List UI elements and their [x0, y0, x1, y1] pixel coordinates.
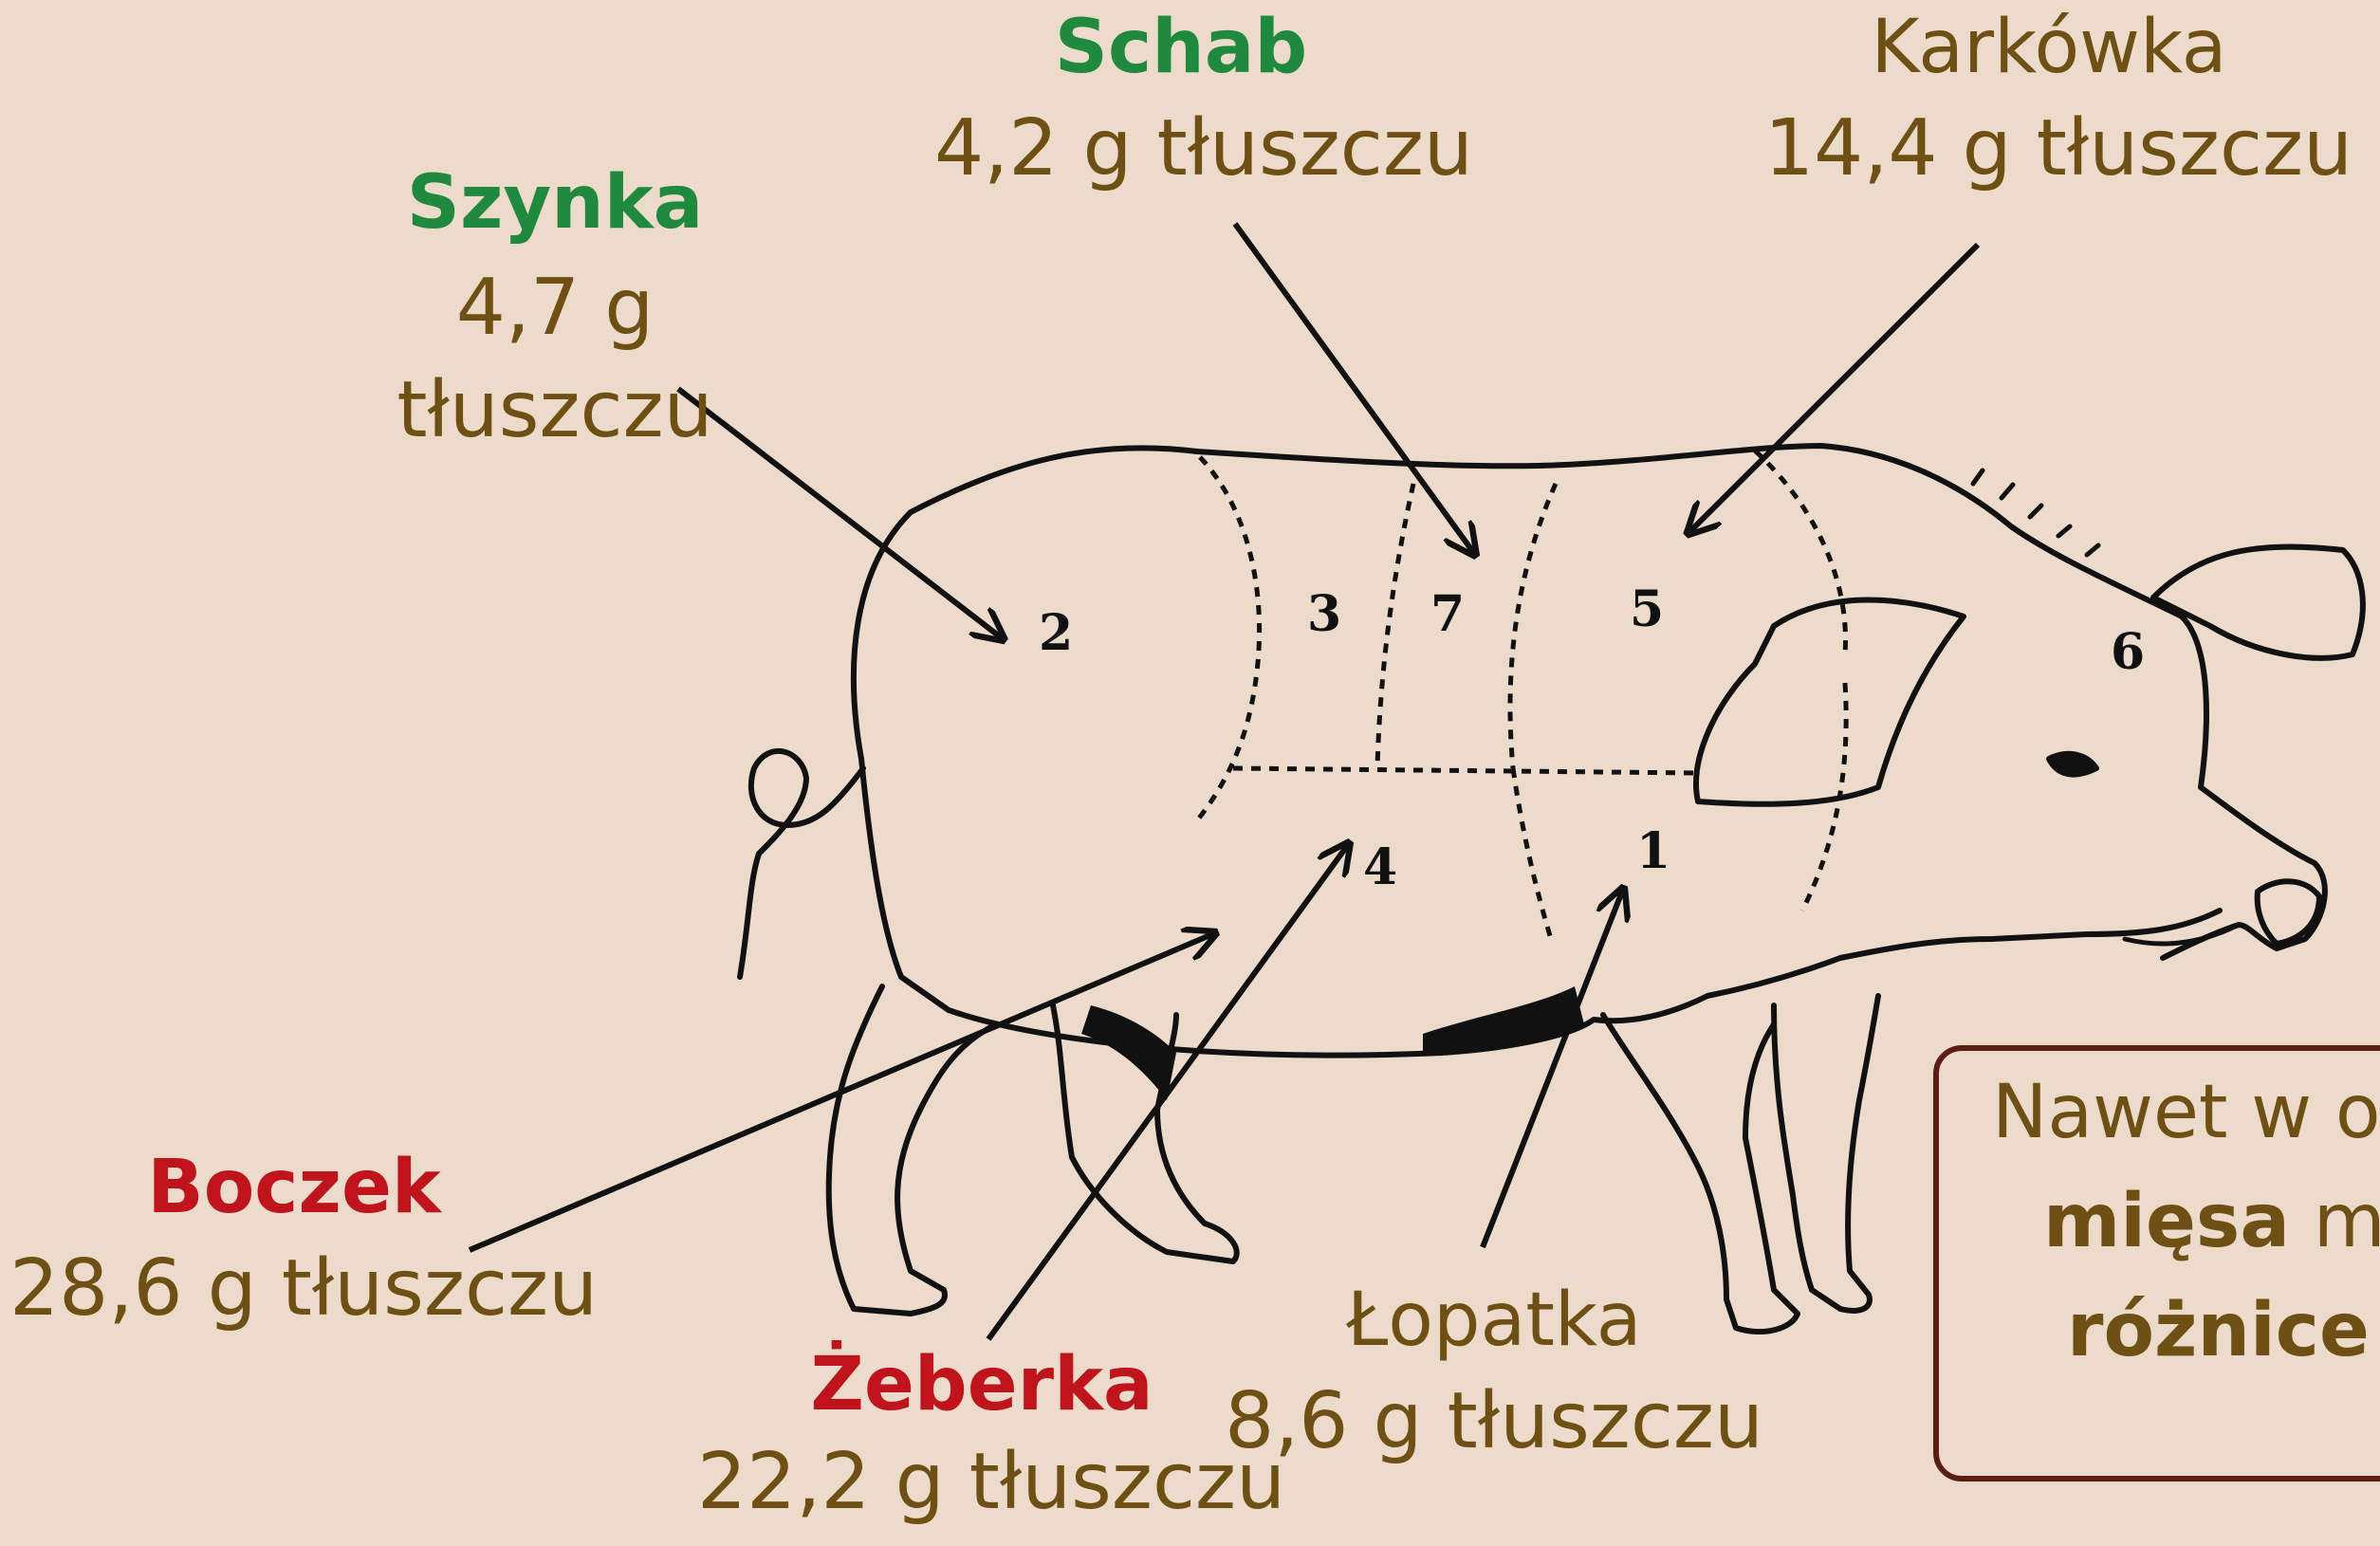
- label-zeberka: Żeberka 22,2 g tłuszczu: [697, 1345, 1266, 1525]
- arrow-szynka: [678, 389, 1001, 637]
- pig-leg-front-right: [1774, 996, 1878, 1311]
- cut-line-belly: [1233, 768, 1698, 773]
- cut-line-loin-left: [1377, 484, 1413, 768]
- info-box-line2-bold: mięsa: [2043, 1179, 2290, 1264]
- label-szynka-fat-line2: tłuszczu: [384, 368, 726, 453]
- pig-head: [2163, 617, 2325, 958]
- pig-tail: [740, 751, 863, 977]
- cut-numbers: 2 3 7 5 6 4 1: [1039, 580, 2145, 896]
- cut-number-3: 3: [1307, 585, 1341, 643]
- label-zeberka-name: Żeberka: [697, 1345, 1266, 1426]
- label-boczek-name: Boczek: [9, 1148, 579, 1229]
- label-karkowka-fat: 14,4 g tłuszczu: [1764, 106, 2334, 192]
- label-schab: Schab 4,2 g tłuszczu: [934, 8, 1428, 192]
- pig-ear-left: [1696, 600, 1964, 804]
- info-box: Nawet w ol mięsa mo różnice w: [1933, 1045, 2380, 1482]
- info-box-line1: Nawet w ol: [1992, 1070, 2380, 1155]
- pig-leg-shade: [1081, 1005, 1176, 1100]
- cut-lines: [1197, 451, 1846, 939]
- info-box-line2: mięsa mo: [2043, 1179, 2380, 1264]
- label-schab-name: Schab: [934, 8, 1428, 89]
- cut-line-loin-right: [1510, 484, 1556, 768]
- label-lopatka: Łopatka 8,6 g tłuszczu: [1224, 1280, 1764, 1464]
- label-karkowka: Karkówka 14,4 g tłuszczu: [1764, 8, 2334, 192]
- cut-number-7: 7: [1430, 585, 1465, 643]
- cut-number-2: 2: [1039, 604, 1073, 662]
- label-karkowka-name: Karkówka: [1764, 8, 2334, 89]
- info-box-line2-rest: mo: [2290, 1179, 2380, 1264]
- cut-line-head: [1802, 683, 1846, 911]
- cut-number-1: 1: [1636, 822, 1670, 880]
- cut-number-6: 6: [2111, 623, 2145, 681]
- label-szynka: Szynka 4,7 g tłuszczu: [384, 163, 726, 453]
- cut-line-shoulder: [1513, 768, 1551, 939]
- arrow-zeberka: [988, 846, 1347, 1339]
- label-zeberka-fat: 22,2 g tłuszczu: [697, 1440, 1266, 1525]
- info-box-line3: różnice w: [2067, 1288, 2380, 1373]
- info-box-line3-bold: różnice w: [2067, 1288, 2380, 1373]
- label-szynka-fat-line1: 4,7 g: [384, 266, 726, 351]
- pig-ear-right: [2153, 547, 2363, 658]
- label-schab-fat: 4,2 g tłuszczu: [934, 106, 1428, 192]
- label-lopatka-fat: 8,6 g tłuszczu: [1224, 1379, 1764, 1464]
- label-boczek-fat: 28,6 g tłuszczu: [9, 1246, 579, 1332]
- cut-line-ham: [1197, 457, 1260, 820]
- pig-back: [1197, 446, 2182, 617]
- cut-line-neck: [1755, 451, 1846, 654]
- label-szynka-name: Szynka: [384, 163, 726, 245]
- pig-eye: [2049, 754, 2096, 775]
- label-boczek: Boczek 28,6 g tłuszczu: [9, 1148, 579, 1332]
- arrow-karkowka: [1690, 245, 1978, 531]
- label-lopatka-name: Łopatka: [1224, 1280, 1764, 1362]
- cut-number-4: 4: [1363, 838, 1397, 896]
- cut-number-5: 5: [1630, 580, 1664, 638]
- arrow-schab: [1235, 224, 1473, 552]
- arrow-lopatka: [1483, 892, 1622, 1247]
